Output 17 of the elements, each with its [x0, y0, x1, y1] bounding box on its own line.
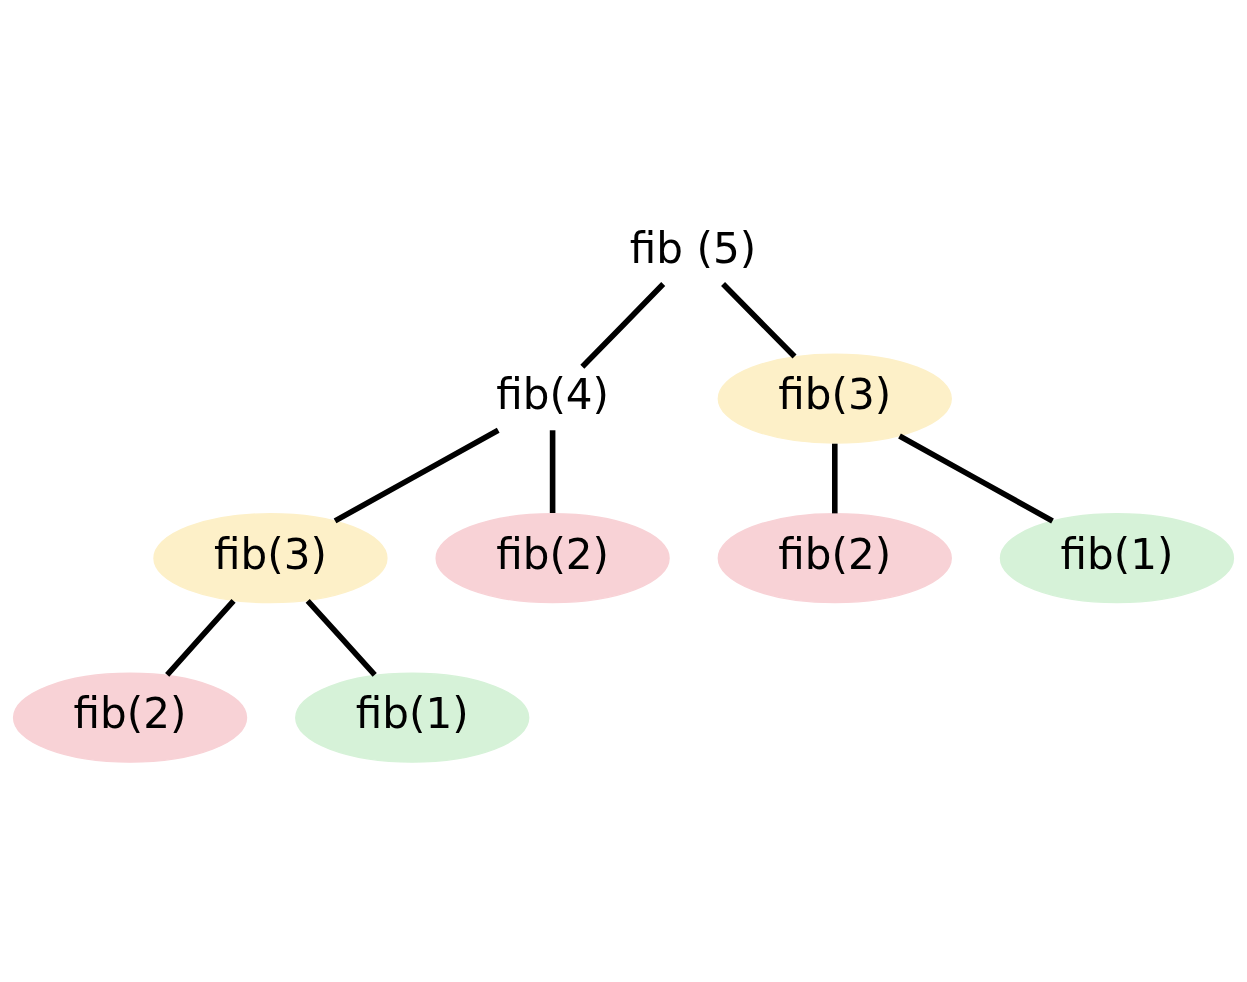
- node-ellipse: fib(3): [153, 512, 388, 603]
- connector: [831, 443, 838, 513]
- node-text: fib(4): [496, 369, 610, 419]
- connector: [580, 281, 666, 369]
- node-ellipse: fib(2): [435, 512, 670, 603]
- node-ellipse: fib(1): [999, 512, 1235, 603]
- connector: [305, 598, 377, 677]
- node-ellipse: fib(2): [717, 512, 952, 603]
- connector: [721, 281, 797, 358]
- connector: [898, 433, 1054, 523]
- connector: [333, 427, 500, 523]
- connector: [549, 429, 556, 513]
- connector: [165, 598, 236, 677]
- node-text: fib (5): [629, 223, 757, 273]
- node-ellipse: fib(1): [295, 672, 530, 763]
- node-ellipse: fib(3): [717, 353, 952, 444]
- node-ellipse: fib(2): [12, 672, 248, 763]
